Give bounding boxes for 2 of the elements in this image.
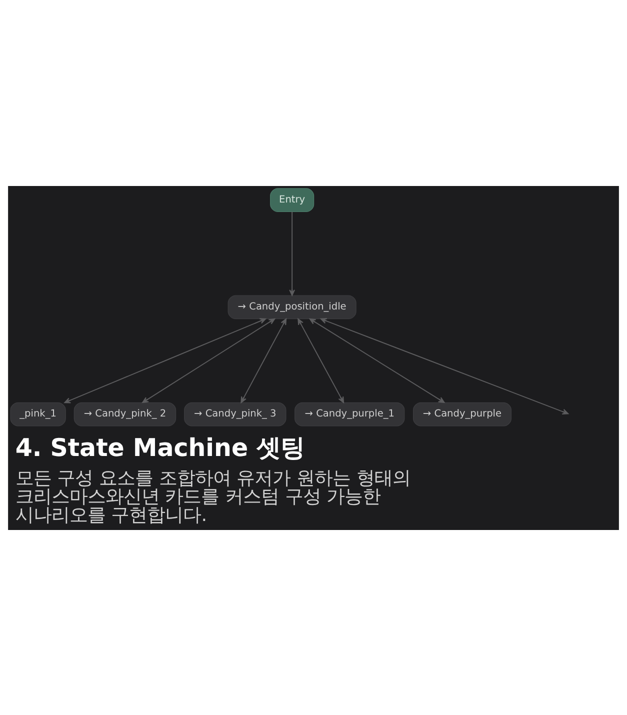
- caption: 모든 구성 요소를 조합하여 유저가 원하는 형태의 크리스마스와신년 카드를 커스텀 구성 가능한 시나리오를 구현합니다.: [15, 468, 410, 526]
- diagram-title: 4. State Machine 셋팅: [15, 432, 305, 462]
